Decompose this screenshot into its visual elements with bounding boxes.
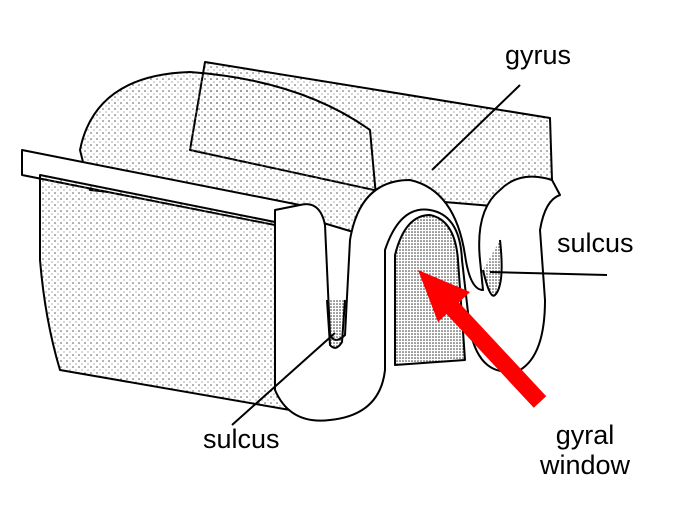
back-hump	[79, 71, 381, 241]
sulcus-bottom-leader	[231, 332, 336, 426]
label-gyral-window: gyral window	[540, 420, 630, 480]
gyrus-surface	[274, 175, 561, 422]
label-gyral: gyral	[555, 420, 615, 450]
label-sulcus-right: sulcus	[557, 228, 634, 258]
left-lower	[39, 174, 291, 411]
label-sulcus-bottom: sulcus	[203, 424, 280, 454]
label-window: window	[540, 450, 631, 480]
red-arrow	[418, 270, 547, 408]
sulcus-left-cleft	[326, 299, 346, 349]
gyrus-leader	[431, 84, 521, 171]
label-gyrus: gyrus	[505, 40, 572, 70]
sulcus-right-cleft	[482, 239, 503, 297]
sulcus-right-leader	[489, 271, 608, 276]
